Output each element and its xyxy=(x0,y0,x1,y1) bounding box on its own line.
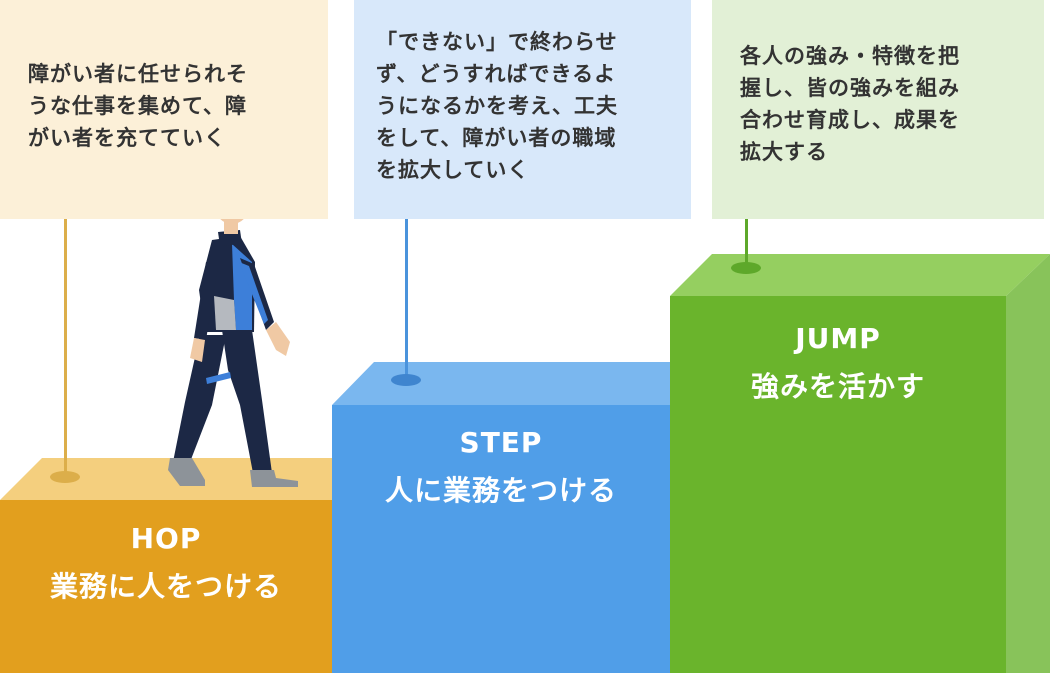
step-title: STEP xyxy=(459,426,543,459)
jump-description-line: 拡大する xyxy=(740,140,828,164)
jump-description-line: 各人の強み・特徴を把 xyxy=(740,44,960,68)
step-block-label: STEP 人に業務をつける xyxy=(332,425,670,511)
hop-description-line: 障がい者に任せられそ xyxy=(28,62,248,86)
hop-description: 障がい者に任せられそ うな仕事を集めて、障 がい者を充てていく xyxy=(0,0,328,219)
step-description-line: 「できない」で終わらせ xyxy=(376,30,618,54)
hop-block-label: HOP 業務に人をつける xyxy=(0,521,332,607)
jump-description-line: 握し、皆の強みを組み xyxy=(740,76,960,100)
step-description-line: うになるかを考え、工夫 xyxy=(376,94,618,118)
hop-description-line: うな仕事を集めて、障 xyxy=(28,94,247,118)
jump-pole xyxy=(745,219,748,268)
hop-description-line: がい者を充てていく xyxy=(28,126,226,150)
jump-block-top xyxy=(670,254,1050,296)
jump-title: JUMP xyxy=(795,322,881,355)
step-description-line: を拡大していく xyxy=(376,158,530,182)
hop-subtitle: 業務に人をつける xyxy=(49,570,282,603)
step-block-front xyxy=(332,405,670,673)
step-pole xyxy=(405,219,408,379)
jump-subtitle: 強みを活かす xyxy=(750,370,925,403)
jump-block-front xyxy=(670,296,1006,673)
hop-pole-base xyxy=(50,471,80,483)
hop-pole xyxy=(64,219,67,477)
hop-title: HOP xyxy=(130,522,202,555)
step-pole-base xyxy=(391,374,421,386)
jump-block-side xyxy=(1006,254,1050,673)
step-subtitle: 人に業務をつける xyxy=(384,474,617,507)
step-description-line: ず、どうすればできるよ xyxy=(376,62,617,86)
hop-block-front xyxy=(0,500,332,673)
walking-worker-illustration xyxy=(168,184,298,487)
jump-description-line: 合わせ育成し、成果を xyxy=(740,108,960,132)
jump-pole-base xyxy=(731,262,761,274)
jump-description: 各人の強み・特徴を把 握し、皆の強みを組み 合わせ育成し、成果を 拡大する xyxy=(712,0,1044,219)
step-description-line: をして、障がい者の職域 xyxy=(376,126,617,150)
step-description: 「できない」で終わらせ ず、どうすればできるよ うになるかを考え、工夫 をして、… xyxy=(354,0,691,219)
hop-block-top xyxy=(0,458,332,500)
step-block-top xyxy=(332,362,670,405)
jump-block-label: JUMP 強みを活かす xyxy=(670,321,1006,407)
